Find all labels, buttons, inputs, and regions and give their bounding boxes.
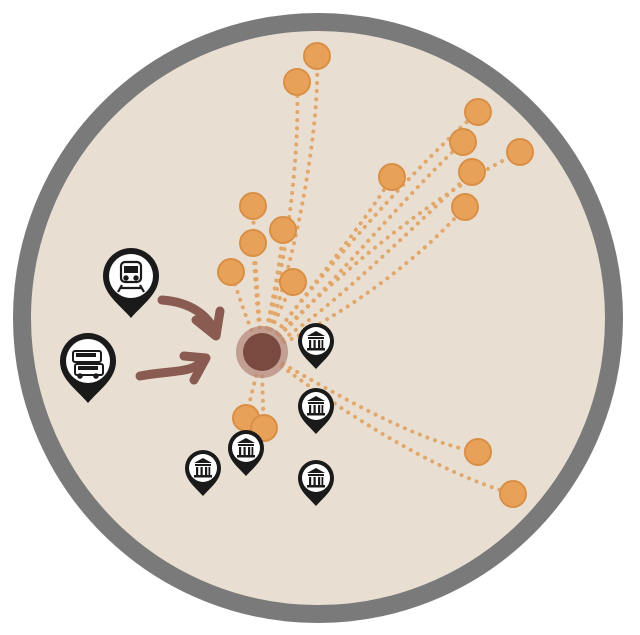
museum-marker <box>298 460 334 506</box>
destination-node <box>217 258 245 286</box>
museum-marker <box>228 430 264 476</box>
museum-icon <box>307 331 325 351</box>
arrow-icon <box>135 351 211 385</box>
museum-icon <box>307 396 325 416</box>
train-marker-disc <box>109 254 153 298</box>
destination-nodes <box>217 42 534 508</box>
destination-node <box>506 138 534 166</box>
destination-node <box>239 192 267 220</box>
museum-icon <box>307 468 325 488</box>
bus-marker <box>60 333 116 403</box>
destination-node <box>283 68 311 96</box>
dotted-path <box>260 110 480 354</box>
central-hub <box>236 326 288 378</box>
museum-marker <box>298 388 334 434</box>
destination-node <box>269 216 297 244</box>
dotted-path <box>260 350 480 454</box>
dotted-path <box>260 80 300 354</box>
destination-node <box>458 158 486 186</box>
dotted-path <box>260 54 320 354</box>
destination-node <box>449 128 477 156</box>
dotted-path <box>260 140 465 354</box>
destination-node <box>239 229 267 257</box>
arrow-icon <box>157 295 225 341</box>
hub-core <box>243 333 281 371</box>
museum-icon <box>194 458 212 478</box>
dotted-path <box>260 228 285 354</box>
train-icon <box>117 260 145 293</box>
destination-node <box>279 268 307 296</box>
destination-node <box>499 480 527 508</box>
destination-node <box>464 438 492 466</box>
destination-node <box>451 193 479 221</box>
destination-node <box>464 98 492 126</box>
museum-marker <box>298 323 334 369</box>
arrows <box>135 295 225 385</box>
bus-icon <box>72 350 104 379</box>
destination-node <box>378 163 406 191</box>
museum-marker <box>185 450 221 496</box>
train-marker <box>103 248 159 318</box>
outer-ring <box>13 13 623 623</box>
destination-node <box>303 42 331 70</box>
museum-icon <box>237 438 255 458</box>
